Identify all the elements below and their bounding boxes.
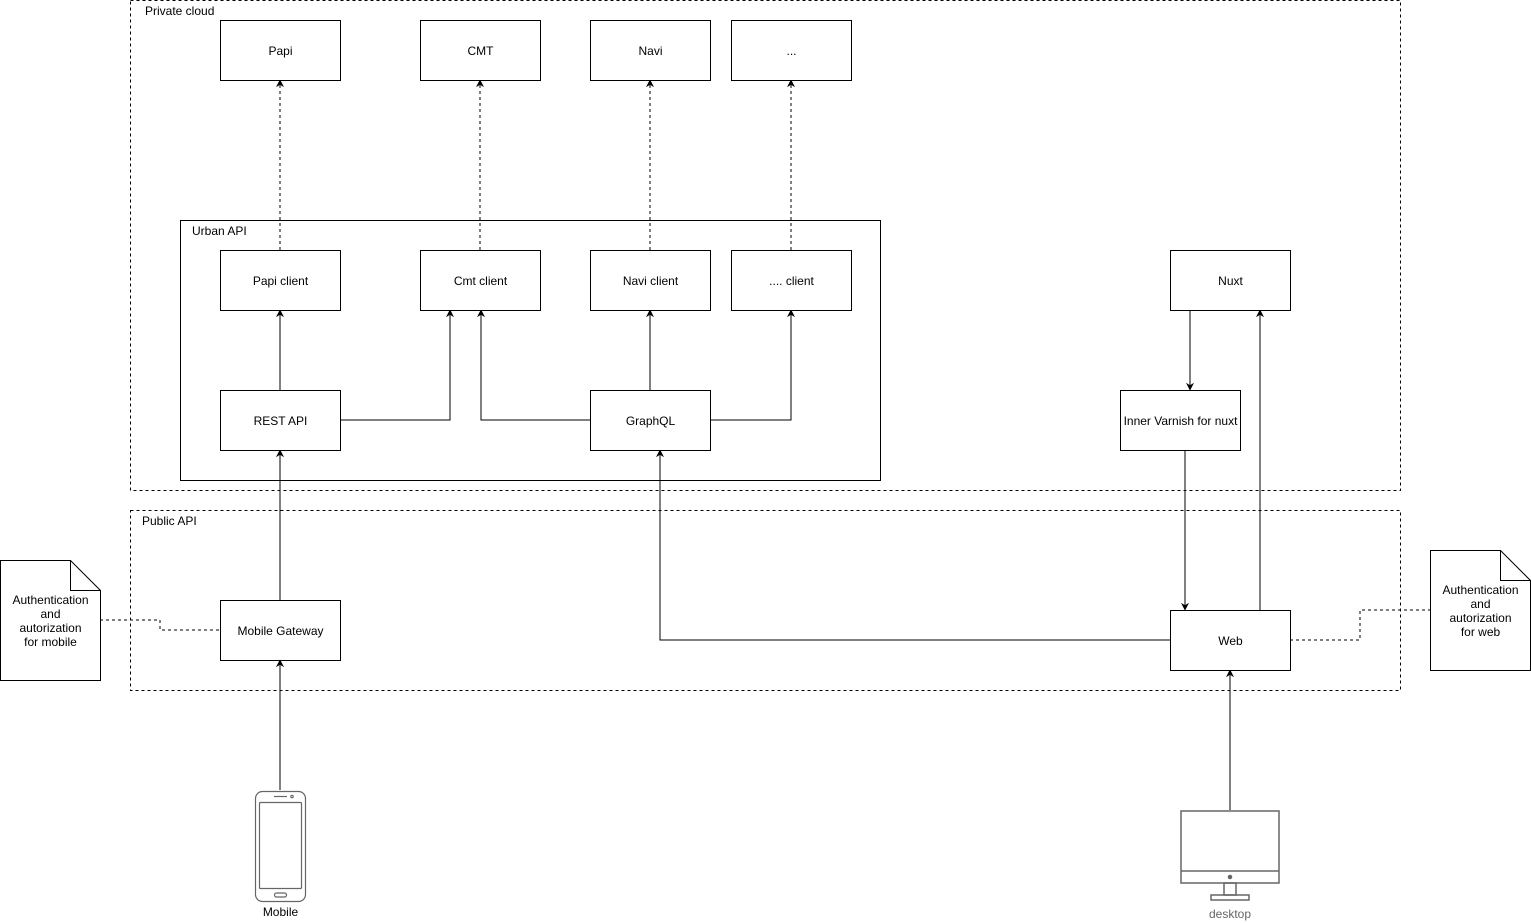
- edge-auth-mobile-note: [100, 619, 220, 631]
- node-nuxt-label: Nuxt: [1218, 274, 1243, 288]
- node-mobile-gateway[interactable]: Mobile Gateway: [220, 600, 341, 661]
- node-mobile-gateway-label: Mobile Gateway: [237, 624, 323, 638]
- smartphone-icon: [254, 790, 307, 903]
- edge-graphql-to-more-client: [710, 309, 795, 421]
- urban-api-label: Urban API: [192, 224, 247, 238]
- note-auth-mobile-line-2: and: [40, 607, 60, 621]
- note-auth-mobile-line-4: for mobile: [24, 635, 77, 649]
- node-papi-client-label: Papi client: [253, 274, 309, 288]
- public-api-group: Public API: [130, 510, 1401, 691]
- edge-web-to-graphql: [656, 449, 1170, 641]
- node-papi-client[interactable]: Papi client: [220, 250, 341, 311]
- node-graphql-label: GraphQL: [626, 414, 676, 428]
- note-auth-web-line-1: Authentication: [1442, 583, 1518, 597]
- node-cmt[interactable]: CMT: [420, 20, 541, 81]
- monitor-icon: [1180, 810, 1280, 901]
- node-more-client-label: .... client: [769, 274, 814, 288]
- edge-rest-to-cmt-client: [340, 309, 454, 421]
- desktop-device[interactable]: desktop: [1180, 810, 1280, 921]
- node-navi-label: Navi: [638, 44, 662, 58]
- note-auth-web-line-3: autorization: [1449, 611, 1511, 625]
- node-rest-api[interactable]: REST API: [220, 390, 341, 451]
- node-web-label: Web: [1218, 634, 1243, 648]
- node-cmt-label: CMT: [468, 44, 495, 58]
- node-navi[interactable]: Navi: [590, 20, 711, 81]
- note-auth-mobile-line-1: Authentication: [12, 593, 88, 607]
- node-more-label: ...: [786, 44, 796, 58]
- edge-auth-web-note: [1290, 609, 1430, 641]
- mobile-device[interactable]: Mobile: [254, 790, 307, 920]
- note-auth-web[interactable]: Authentication and autorization for web: [1430, 550, 1531, 671]
- node-more-client[interactable]: .... client: [731, 250, 852, 311]
- desktop-label: desktop: [1209, 907, 1251, 921]
- note-auth-web-line-2: and: [1470, 597, 1490, 611]
- node-inner-varnish[interactable]: Inner Varnish for nuxt: [1120, 390, 1241, 451]
- private-cloud-group: Private cloud: [130, 0, 1401, 491]
- note-auth-mobile-line-3: autorization: [19, 621, 81, 635]
- node-rest-api-label: REST API: [254, 414, 308, 428]
- private-cloud-label: Private cloud: [145, 4, 214, 18]
- note-auth-mobile[interactable]: Authentication and autorization for mobi…: [0, 560, 101, 681]
- urban-api-group: Urban API: [180, 220, 881, 481]
- node-inner-varnish-label: Inner Varnish for nuxt: [1124, 414, 1239, 428]
- node-cmt-client-label: Cmt client: [454, 274, 508, 288]
- node-graphql[interactable]: GraphQL: [590, 390, 711, 451]
- node-cmt-client[interactable]: Cmt client: [420, 250, 541, 311]
- node-navi-client-label: Navi client: [623, 274, 679, 288]
- node-papi-label: Papi: [268, 44, 292, 58]
- node-navi-client[interactable]: Navi client: [590, 250, 711, 311]
- note-auth-web-line-4: for web: [1461, 625, 1501, 639]
- mobile-label: Mobile: [263, 905, 299, 919]
- node-nuxt[interactable]: Nuxt: [1170, 250, 1291, 311]
- node-web[interactable]: Web: [1170, 610, 1291, 671]
- node-more[interactable]: ...: [731, 20, 852, 81]
- edges: [100, 79, 1430, 810]
- node-papi[interactable]: Papi: [220, 20, 341, 81]
- edge-graphql-to-cmt-client: [477, 309, 590, 421]
- public-api-label: Public API: [142, 514, 197, 528]
